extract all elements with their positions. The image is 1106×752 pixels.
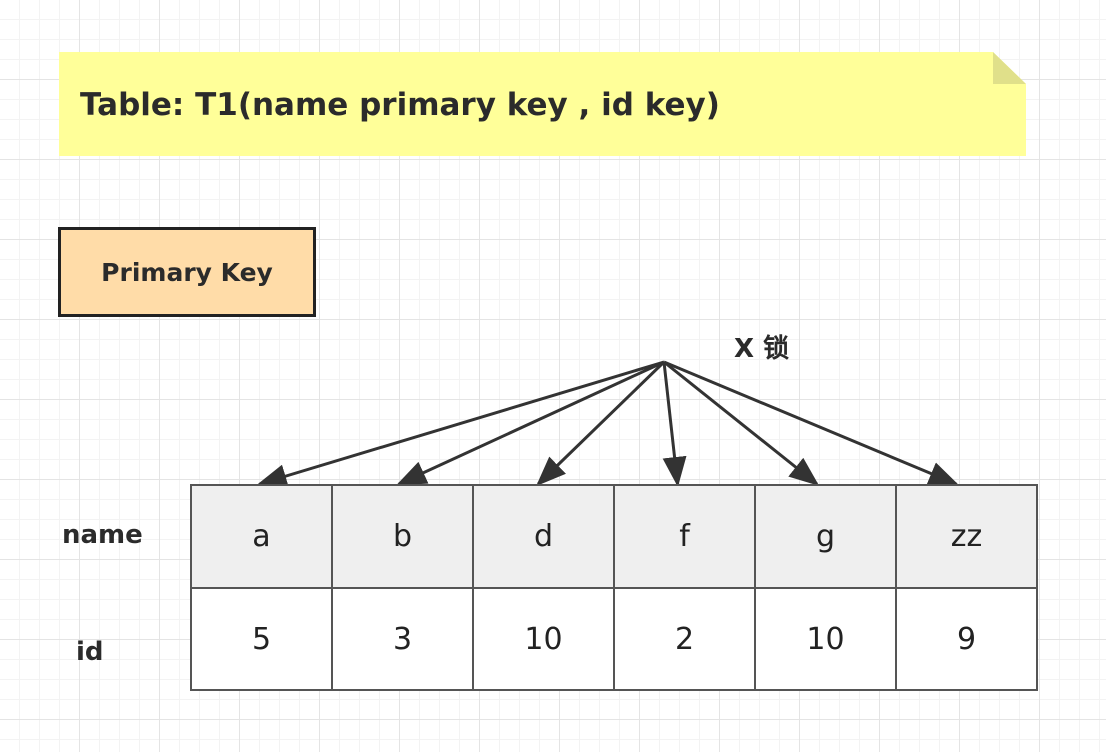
name-row-label: name <box>62 520 143 550</box>
id-cell: 5 <box>190 587 333 691</box>
id-cell: 9 <box>895 587 1038 691</box>
id-cell: 3 <box>331 587 474 691</box>
lock-arrow-zz <box>663 360 959 486</box>
lock-arrow-g <box>663 360 820 486</box>
name-cell: g <box>754 484 897 589</box>
lock-arrow-f <box>662 361 687 487</box>
name-row: a b d f g zz <box>190 484 1038 589</box>
primary-key-box: Primary Key <box>58 227 316 317</box>
lock-arrow-a <box>256 360 665 488</box>
id-row-label: id <box>76 637 104 667</box>
note-title: Table: T1(name primary key , id key) <box>80 87 720 123</box>
name-cell: zz <box>895 484 1038 589</box>
records-table: a b d f g zz 5 3 10 2 10 9 <box>190 484 1038 691</box>
name-cell: f <box>613 484 756 589</box>
primary-key-label: Primary Key <box>101 257 273 287</box>
id-row: 5 3 10 2 10 9 <box>190 587 1038 691</box>
lock-arrow-d <box>536 360 666 487</box>
name-cell: d <box>472 484 615 589</box>
id-cell: 10 <box>754 587 897 691</box>
title-note <box>59 52 1026 156</box>
lock-arrow-b <box>396 360 665 486</box>
name-cell: a <box>190 484 333 589</box>
name-cell: b <box>331 484 474 589</box>
x-lock-label: X 锁 <box>734 334 790 364</box>
id-cell: 10 <box>472 587 615 691</box>
id-cell: 2 <box>613 587 756 691</box>
